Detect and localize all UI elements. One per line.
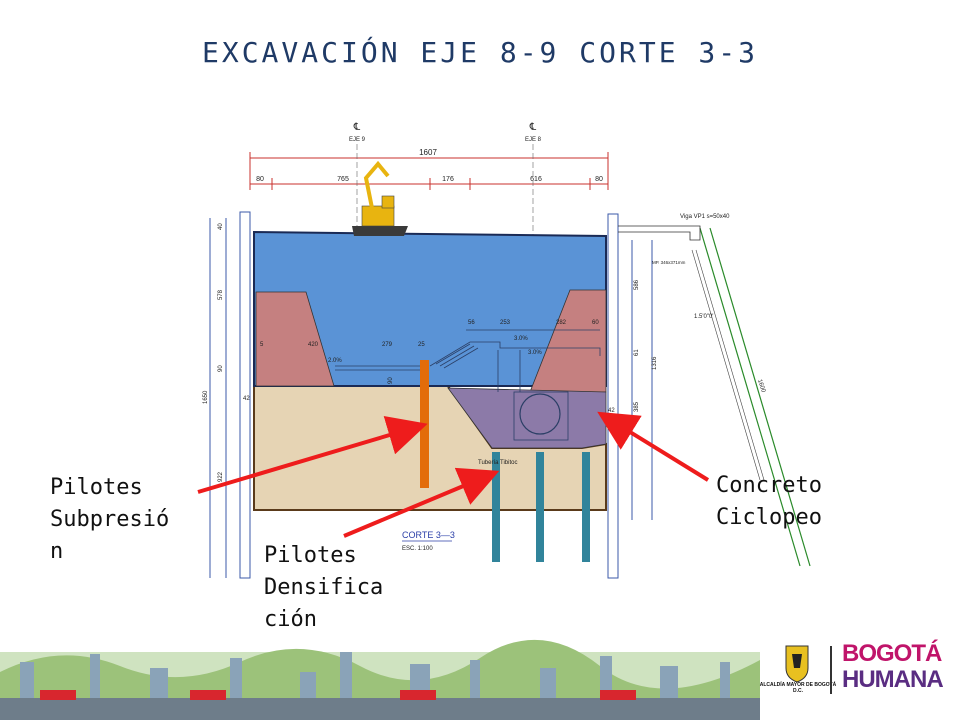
callout-pilotes-densificacion: Pilotes Densifica ción: [264, 543, 384, 632]
arrow-densificacion: [343, 467, 500, 538]
slope-hatch: [691, 249, 765, 481]
pile-densificacion-3: [582, 452, 590, 562]
city-skyline-banner: [0, 639, 760, 720]
slope-length: 1600: [756, 379, 766, 394]
coat-of-arms-icon: [785, 645, 809, 683]
structure-lines: [335, 329, 601, 441]
left-dim-4: 1650: [203, 390, 209, 404]
callout-concreto-ciclopeo: Concreto Ciclopeo: [716, 473, 822, 530]
slope-3: 3.0%: [528, 350, 542, 356]
pile-densificacion-1: [492, 452, 500, 562]
inner-dim-9: 5: [260, 342, 264, 348]
left-slope-block: [255, 291, 335, 387]
dim-seg-4: 616: [530, 176, 542, 183]
dim-total: 1607: [419, 148, 437, 157]
left-dim-1: 40: [218, 223, 224, 230]
axis-left-label: EJE 9: [349, 137, 366, 143]
axis-right-symbol: ℄: [529, 122, 537, 133]
left-dim-2: 578: [218, 289, 224, 300]
slope-2: 3.0%: [514, 336, 528, 342]
top-dimensions: [249, 152, 609, 190]
dim-seg-5: 80: [595, 176, 603, 183]
axis-left-symbol: ℄: [353, 122, 361, 133]
brand-humana: HUMANA: [842, 666, 944, 693]
inner-dim-7: 60: [592, 320, 599, 326]
pipe-tibitoc: [519, 393, 561, 435]
dim-seg-1: 80: [256, 176, 264, 183]
right-dim-3: 1316: [652, 356, 658, 370]
axis-right-label: EJE 8: [525, 137, 542, 143]
left-dim-5: 922: [218, 471, 224, 482]
pipe-label: Tubería Tibitoc: [478, 460, 517, 466]
brand-bogota: BOGOTÁ: [842, 640, 942, 667]
callout-pilotes-subpresion: Pilotes Subpresió n: [50, 475, 170, 564]
left-dim-3: 90: [218, 365, 224, 372]
section-title: CORTE 3—3: [402, 530, 455, 540]
beam-small: MP. 346x371mm: [652, 260, 686, 265]
anchor-slope: [699, 227, 811, 567]
right-dim-5: 42: [608, 408, 615, 414]
diaphragm-walls: [209, 211, 653, 579]
left-dim-6: 42: [243, 396, 250, 402]
inner-dim-3: 25: [418, 342, 425, 348]
inner-dim-1: 420: [308, 342, 319, 348]
inner-dim-6: 282: [556, 320, 567, 326]
dim-seg-3: 176: [442, 176, 454, 183]
dim-seg-2: 765: [337, 176, 349, 183]
alcaldia-label: ALCALDÍA MAYOR DE BOGOTÁ D.C.: [759, 682, 837, 694]
arrow-subpresion: [197, 415, 428, 494]
inner-dim-2: 279: [382, 342, 393, 348]
right-dim-4: 385: [634, 401, 640, 412]
arrow-concreto: [597, 411, 710, 482]
slope-1: 2.0%: [328, 358, 342, 364]
inner-dim-4: 56: [468, 320, 475, 326]
slope-ratio: 1.5'0"0': [694, 314, 713, 320]
right-dim-1: 586: [634, 279, 640, 290]
page-title: EXCAVACIÓN EJE 8-9 CORTE 3-3: [201, 36, 758, 69]
pile-densificacion-2: [536, 452, 544, 562]
pile-subpresion: [420, 360, 429, 488]
inner-dim-5: 253: [500, 320, 511, 326]
beam-outline: [618, 225, 701, 241]
logo-divider: [830, 646, 832, 694]
inner-dim-8: 90: [388, 377, 394, 384]
right-dim-2: 61: [634, 349, 640, 356]
section-scale: ESC. 1:100: [402, 546, 433, 552]
concrete-ciclopeo: [447, 387, 607, 449]
excavator-icon: [352, 160, 408, 236]
beam-label: Viga VP1 s=50x40: [680, 214, 730, 220]
